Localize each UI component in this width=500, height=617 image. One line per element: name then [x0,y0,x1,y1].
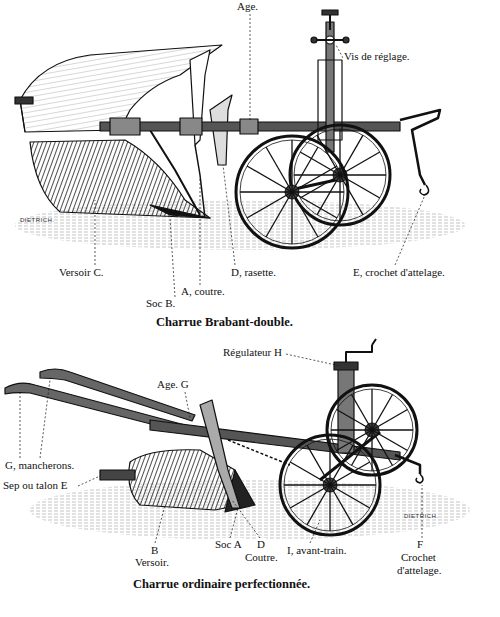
part-label: F [416,538,424,551]
part-label: Soc A [214,538,243,551]
part-label: Versoir. [134,556,170,569]
part-label: D, rasette. [230,266,277,279]
figure-caption: Charrue Brabant-double. [156,316,293,329]
part-label: Crochet [400,551,437,564]
part-label: Coutre. [244,551,279,564]
part-label: Age. G [156,378,190,391]
engraver-signature: DIETRICH. [20,214,55,227]
part-label: Age. [236,0,259,13]
part-label: D [256,538,266,551]
figure-caption: Charrue ordinaire perfectionnée. [133,578,310,591]
part-label: Vis de réglage. [343,50,411,63]
part-label: A, coutre. [180,285,226,298]
engraver-signature: DIETRICH. [404,510,439,523]
part-label: Soc B. [145,297,176,310]
part-label: Sep ou talon E [2,479,68,492]
part-label: I, avant-train. [286,544,348,557]
part-label: Versoir C. [58,266,105,279]
part-label: E, crochet d'attelage. [352,266,446,279]
part-label: G, mancherons. [4,459,75,472]
part-label: d'attelage. [396,564,442,577]
part-label: Régulateur H [222,346,283,359]
